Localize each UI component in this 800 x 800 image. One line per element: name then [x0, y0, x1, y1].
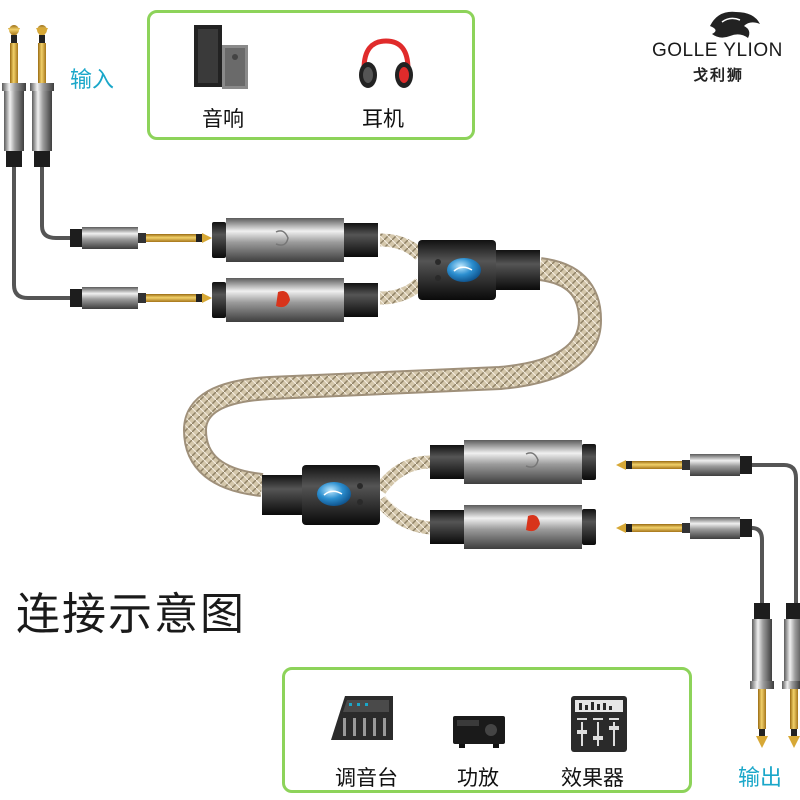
output-label: 输出 — [738, 766, 783, 791]
input-devices-panel: 音响 耳机 — [147, 10, 475, 140]
female-socket-bottom-left — [212, 278, 378, 322]
input-plug-2 — [30, 25, 54, 167]
speaker-label: 音响 — [202, 107, 244, 131]
male-plug-top-right — [616, 454, 752, 476]
headphones-label: 耳机 — [362, 107, 404, 131]
y-splitter-bottom — [262, 465, 380, 525]
male-plug-bottom-left — [70, 287, 212, 309]
output-wires — [746, 463, 798, 605]
output-devices-panel: 调音台 功放 效果器 — [282, 667, 692, 793]
brand-name-en: GOLLE YLION — [652, 40, 783, 61]
mixer-icon — [331, 696, 393, 740]
headphones-icon — [359, 38, 413, 88]
amplifier-label: 功放 — [457, 766, 499, 790]
effects-unit-label: 效果器 — [561, 766, 624, 790]
male-plug-bottom-right — [616, 517, 752, 539]
input-wires — [12, 165, 72, 300]
brand-name-cn: 戈利狮 — [693, 66, 745, 84]
female-socket-top-left — [212, 218, 378, 262]
y-splitter-top — [418, 240, 540, 300]
lion-logo-icon — [710, 11, 760, 38]
effects-unit-icon — [571, 696, 627, 752]
diagram-title: 连接示意图 — [16, 589, 246, 640]
female-socket-top-right — [430, 440, 596, 484]
input-plug-1 — [2, 25, 26, 167]
amplifier-icon — [453, 716, 505, 748]
male-plug-top-left — [70, 227, 212, 249]
speaker-icon — [194, 25, 248, 89]
mixer-label: 调音台 — [335, 766, 398, 790]
output-plug-2 — [782, 603, 800, 748]
female-socket-bottom-right — [430, 505, 596, 549]
input-label: 输入 — [70, 68, 115, 93]
braided-cable — [182, 233, 603, 535]
output-plug-1 — [750, 603, 774, 748]
